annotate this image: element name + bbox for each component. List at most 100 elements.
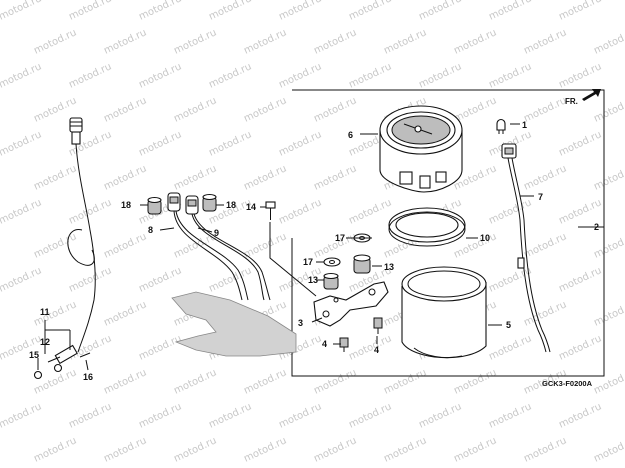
- indicator-bulb: [496, 118, 506, 134]
- direction-label: FR.: [565, 97, 578, 106]
- callout-18-left: 18: [121, 200, 131, 210]
- leader-lines: [37, 123, 604, 371]
- callout-1: 1: [522, 120, 527, 130]
- callout-16: 16: [83, 372, 93, 382]
- watermark-text: motod.ru: [382, 367, 428, 396]
- watermark-text: motod.ru: [312, 27, 358, 56]
- watermark-text: motod.ru: [522, 435, 568, 464]
- watermark-text: motod.ru: [592, 27, 625, 56]
- watermark-text: motod.ru: [102, 435, 148, 464]
- watermark-text: motod.ru: [242, 163, 288, 192]
- watermark-text: motod.ru: [242, 27, 288, 56]
- watermark-text: motod.ru: [312, 367, 358, 396]
- watermark-text: motod.ru: [347, 61, 393, 90]
- callout-13-left: 13: [308, 275, 318, 285]
- meter-case: [401, 266, 487, 359]
- watermark-text: motod.ru: [242, 231, 288, 260]
- front-direction-indicator: FR.: [565, 89, 601, 106]
- watermark-text: motod.ru: [557, 0, 603, 23]
- watermark-text: motod.ru: [137, 265, 183, 294]
- callout-17-bottom: 17: [303, 257, 313, 267]
- watermark-text: motod.ru: [0, 265, 43, 294]
- callout-4-left: 4: [322, 339, 327, 349]
- callout-18-right: 18: [226, 200, 236, 210]
- watermark-text: motod.ru: [417, 401, 463, 430]
- watermark-text: motod.ru: [102, 95, 148, 124]
- watermark-text: motod.ru: [277, 0, 323, 23]
- watermark-text: motod.ru: [347, 197, 393, 226]
- watermark-text: motod.ru: [417, 61, 463, 90]
- watermark-text: motod.ru: [32, 231, 78, 260]
- watermark-text: motod.ru: [347, 401, 393, 430]
- watermark-text: motod.ru: [487, 333, 533, 362]
- watermark-text: motod.ru: [277, 61, 323, 90]
- watermark-text: motod.ru: [207, 61, 253, 90]
- watermark-text: motod.ru: [487, 401, 533, 430]
- seal-ring: [388, 207, 466, 247]
- watermark-text: motod.ru: [67, 0, 113, 23]
- callout-17-top: 17: [335, 233, 345, 243]
- watermark-text: motod.ru: [67, 265, 113, 294]
- watermark-text: motod.ru: [32, 27, 78, 56]
- watermark-text: motod.ru: [242, 367, 288, 396]
- watermark-text: motod.ru: [592, 231, 625, 260]
- instrument-cover: [171, 291, 297, 357]
- watermark-text: motod.ru: [452, 435, 498, 464]
- callout-6: 6: [348, 130, 353, 140]
- watermark-text: motod.ru: [242, 95, 288, 124]
- watermark-text: motod.ru: [522, 27, 568, 56]
- watermark-text: motod.ru: [592, 95, 625, 124]
- callout-10: 10: [480, 233, 490, 243]
- watermark-text: motod.ru: [102, 367, 148, 396]
- watermark-text: motod.ru: [137, 129, 183, 158]
- watermark-text: motod.ru: [172, 95, 218, 124]
- direction-arrow-icon: [582, 89, 601, 101]
- speedometer-cable: [33, 117, 96, 380]
- washers-and-rubbers: [323, 233, 371, 290]
- watermark-text: motod.ru: [172, 367, 218, 396]
- callout-5: 5: [506, 320, 511, 330]
- watermark-text: motod.ru: [592, 163, 625, 192]
- watermark-text: motod.ru: [0, 197, 43, 226]
- watermark-text: motod.ru: [522, 231, 568, 260]
- watermark-text: motod.ru: [0, 0, 43, 23]
- assembly-frame: [291, 89, 605, 377]
- watermark-text: motod.ru: [137, 61, 183, 90]
- watermark-text: motod.ru: [137, 0, 183, 23]
- watermark-text: motod.ru: [557, 61, 603, 90]
- callout-7: 7: [538, 192, 543, 202]
- watermark-text: motod.ru: [557, 265, 603, 294]
- callout-9: 9: [214, 228, 219, 238]
- callout-13-right: 13: [384, 262, 394, 272]
- watermark-text: motod.ru: [487, 61, 533, 90]
- watermark-text: motod.ru: [487, 0, 533, 23]
- bolts: [339, 317, 383, 352]
- callout-4-right: 4: [374, 345, 379, 355]
- watermark-text: motod.ru: [172, 435, 218, 464]
- callout-8: 8: [148, 225, 153, 235]
- watermark-text: motod.ru: [277, 197, 323, 226]
- watermark-text: motod.ru: [0, 129, 43, 158]
- watermark-text: motod.ru: [417, 0, 463, 23]
- watermark-text: motod.ru: [522, 163, 568, 192]
- watermark-text: motod.ru: [207, 129, 253, 158]
- watermark-text: motod.ru: [382, 27, 428, 56]
- callout-12: 12: [40, 337, 50, 347]
- grommet-set: [147, 193, 217, 215]
- watermark-text: motod.ru: [172, 163, 218, 192]
- watermark-text: motod.ru: [32, 163, 78, 192]
- watermark-text: motod.ru: [207, 0, 253, 23]
- watermark-text: motod.ru: [0, 401, 43, 430]
- watermark-text: motod.ru: [487, 265, 533, 294]
- watermark-text: motod.ru: [32, 435, 78, 464]
- watermark-text: motod.ru: [102, 163, 148, 192]
- diagram-code: GCK3-F0200A: [542, 379, 593, 388]
- watermark-text: motod.ru: [207, 401, 253, 430]
- watermark-text: motod.ru: [592, 435, 625, 464]
- watermark-text: motod.ru: [347, 0, 393, 23]
- watermark-text: motod.ru: [557, 401, 603, 430]
- watermark-text: motod.ru: [592, 367, 625, 396]
- watermark-text: motod.ru: [347, 333, 393, 362]
